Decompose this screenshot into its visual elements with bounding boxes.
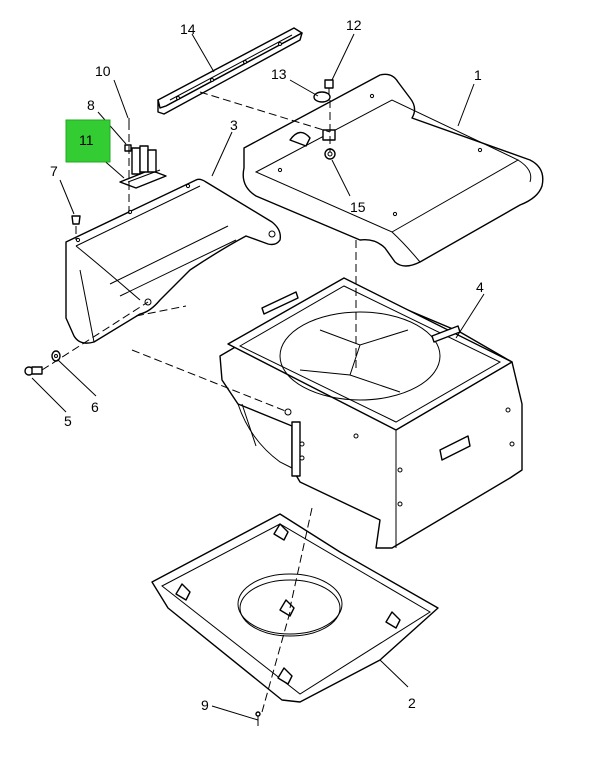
part-8-screw	[124, 144, 132, 152]
callout-3[interactable]: 3	[230, 117, 238, 133]
callout-9[interactable]: 9	[201, 697, 209, 713]
part-3-bin	[65, 178, 282, 344]
part-15-nut	[324, 148, 336, 160]
callout-6[interactable]: 6	[91, 399, 99, 415]
part-4-box	[219, 277, 523, 549]
callout-13[interactable]: 13	[271, 66, 287, 82]
callout-1[interactable]: 1	[474, 67, 482, 83]
part-tray-slot	[322, 129, 336, 141]
part-13-clip	[313, 91, 331, 103]
callout-11-highlight	[65, 119, 111, 163]
part-11-clamp	[119, 145, 167, 189]
callout-11[interactable]: 11	[79, 132, 94, 148]
callout-2[interactable]: 2	[408, 695, 416, 711]
callout-5[interactable]: 5	[64, 413, 72, 429]
callout-7[interactable]: 7	[50, 163, 58, 179]
assembly-lines	[41, 91, 357, 713]
callout-15[interactable]: 15	[350, 199, 366, 215]
callout-10[interactable]: 10	[95, 63, 111, 79]
part-5-bolt	[24, 366, 43, 376]
callout-14[interactable]: 14	[180, 21, 196, 37]
part-14-strip	[157, 27, 303, 115]
part-1-tray	[242, 73, 544, 267]
callout-4[interactable]: 4	[476, 279, 484, 295]
callout-12[interactable]: 12	[346, 17, 362, 33]
part-9-screw	[255, 711, 261, 726]
leader-lines	[31, 33, 485, 721]
part-7-fastener	[71, 215, 81, 225]
callout-8[interactable]: 8	[87, 97, 95, 113]
